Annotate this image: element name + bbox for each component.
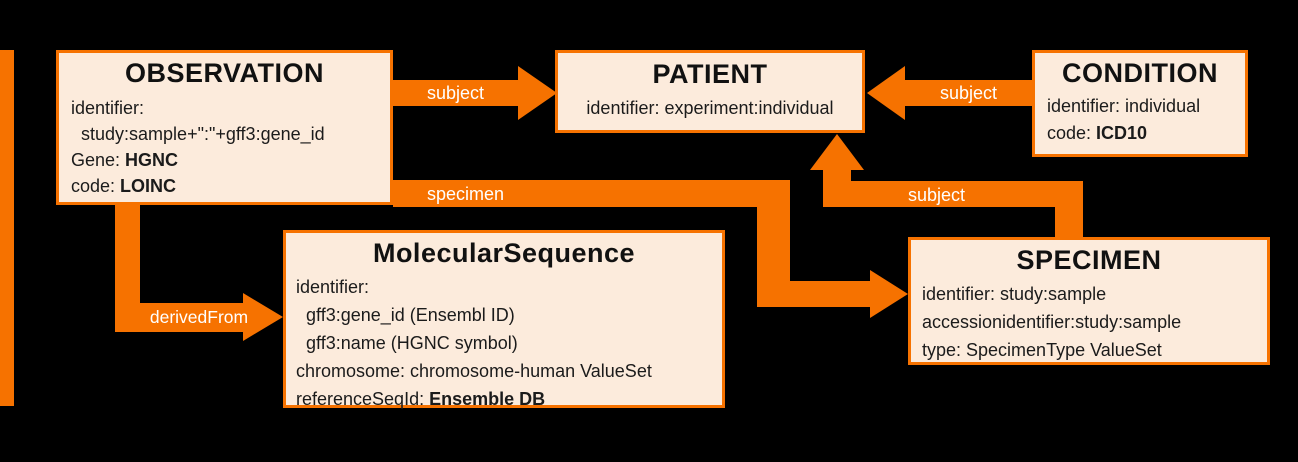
node-observation-body: identifier: study:sample+":"+gff3:gene_i…: [59, 93, 390, 199]
box-text-line: referenceSeqId: Ensemble DB: [296, 389, 546, 409]
edge-obs-specimen-top-bar: [393, 180, 790, 207]
left-edge-bar: [0, 50, 14, 406]
box-text-line: Gene: HGNC: [71, 150, 179, 170]
node-observation: OBSERVATION identifier: study:sample+":"…: [56, 50, 393, 205]
node-patient: PATIENT identifier: experiment:individua…: [555, 50, 865, 133]
edge-specimen-patient-arrowhead-up-icon: [810, 134, 864, 170]
edge-obs-molseq-arrowhead-right-icon: [243, 293, 283, 341]
box-text-line: identifier: study:sample: [922, 284, 1107, 304]
edge-cond-patient-shaft: [905, 80, 1032, 106]
box-text-line: identifier: individual: [1047, 96, 1201, 116]
box-text-line: code: ICD10: [1047, 123, 1148, 143]
box-text-line: chromosome: chromosome-human ValueSet: [296, 361, 652, 381]
edge-label-subject-cond-patient: subject: [939, 83, 998, 103]
edge-label-specimen: specimen: [427, 184, 505, 204]
edge-obs-patient-shaft: [393, 80, 518, 106]
node-specimen: SPECIMEN identifier: study:sample accessi…: [908, 237, 1270, 365]
edge-obs-molseq-horizontal-bar: [115, 303, 243, 332]
node-specimen-body: identifier: study:sample accessionidentif…: [911, 280, 1267, 364]
box-text-line: gff3:gene_id (Ensembl ID): [296, 305, 515, 325]
box-text-line: code: LOINC: [71, 176, 177, 196]
node-molecular-sequence: MolecularSequence identifier: gff3:gene_…: [283, 230, 725, 409]
edge-label-subject-obs-patient: subject: [426, 83, 485, 103]
node-patient-body: identifier: experiment:individual: [558, 95, 862, 121]
box-text-line: study:sample+":"+gff3:gene_id: [71, 124, 325, 144]
box-text-line: identifier:: [71, 98, 145, 118]
box-text-line: type: SpecimenType ValueSet: [922, 340, 1162, 360]
edge-obs-patient-arrowhead-right-icon: [518, 66, 557, 120]
box-text-line: accessionidentifier:study:sample: [922, 312, 1182, 332]
node-condition-title: CONDITION: [1062, 58, 1218, 88]
edge-obs-specimen-bottom-bar: [757, 281, 870, 307]
box-text-line: identifier:: [296, 277, 370, 297]
node-specimen-title: SPECIMEN: [1016, 245, 1162, 275]
edge-specimen-patient-horizontal-bar: [823, 181, 1083, 207]
node-observation-title: OBSERVATION: [124, 58, 325, 88]
node-condition: CONDITION identifier: individual code: IC…: [1032, 50, 1248, 157]
edge-cond-patient-arrowhead-left-icon: [867, 66, 905, 120]
edge-obs-specimen-arrowhead-right-icon: [870, 270, 908, 318]
node-patient-title: PATIENT: [652, 59, 768, 89]
edge-specimen-patient-up-shaft: [823, 165, 851, 185]
node-molecular-sequence-body: identifier: gff3:gene_id (Ensembl ID) gf…: [286, 273, 722, 413]
node-condition-body: identifier: individual code: ICD10: [1035, 93, 1245, 147]
box-text-line: gff3:name (HGNC symbol): [296, 333, 518, 353]
edge-label-subject-specimen-patient: subject: [908, 185, 966, 205]
node-molecular-sequence-title: MolecularSequence: [372, 238, 636, 268]
edge-label-derivedfrom: derivedFrom: [149, 307, 249, 327]
box-text-line: identifier: experiment:individual: [586, 98, 834, 118]
